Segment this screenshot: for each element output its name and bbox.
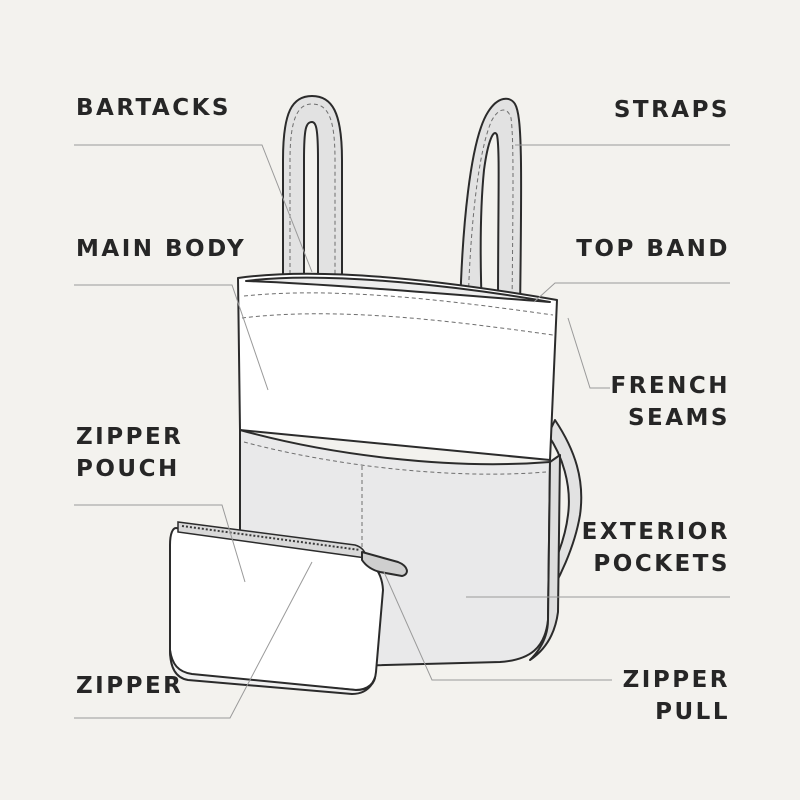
- leader-top-band: [533, 282, 730, 303]
- zipper-pouch-bottom: [169, 649, 376, 695]
- leader-zipper-pull: [383, 571, 612, 681]
- top-band-stitch: [241, 313, 554, 336]
- label-straps: STRAPS: [613, 97, 730, 123]
- leader-bartacks: [74, 144, 313, 273]
- pocket-stitch: [243, 441, 547, 475]
- strap-left: [282, 95, 343, 293]
- leader-main-body: [74, 284, 269, 391]
- label-main-body: MAIN BODY: [76, 236, 247, 262]
- zipper-teeth: [181, 525, 361, 551]
- leader-french-seams: [567, 317, 610, 389]
- label-zipper-pull: ZIPPER PULL: [622, 667, 730, 725]
- strap-right-stitch: [467, 109, 514, 309]
- label-top-band: TOP BAND: [576, 236, 730, 262]
- top-band-stitch-2: [243, 292, 554, 316]
- bag-opening: [245, 276, 551, 303]
- leader-zipper: [74, 561, 313, 719]
- label-french-seams: FRENCH SEAMS: [610, 373, 730, 431]
- bag-main-body: [237, 272, 558, 461]
- label-exterior-pockets: EXTERIOR POCKETS: [581, 519, 730, 577]
- label-zipper: ZIPPER: [76, 673, 184, 699]
- leader-zipper-pouch: [74, 504, 246, 583]
- label-bartacks: BARTACKS: [76, 95, 231, 121]
- zipper-pull: [361, 551, 408, 577]
- label-zipper-pouch: ZIPPER POUCH: [76, 424, 184, 482]
- pocket-side-panel: [529, 454, 561, 661]
